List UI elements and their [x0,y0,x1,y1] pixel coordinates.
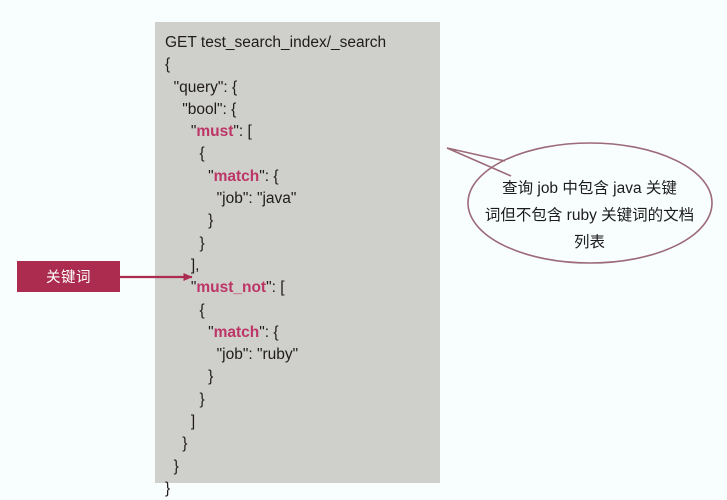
code-line: ] [165,413,196,431]
code-lines: GET test_search_index/_search { "query": … [155,32,440,500]
code-line: } [165,479,171,497]
code-keyword: match [213,167,260,185]
code-line: } [165,457,179,475]
code-line: } [165,234,205,252]
code-line: } [165,435,188,453]
callout-line: 列表 [573,234,605,251]
code-line: GET test_search_index/_search [165,34,387,51]
code-keyword: match [213,323,260,341]
callout-line: 词但不包含 ruby 关键词的文档 [484,207,695,224]
code-line: "job": "java" [165,190,297,208]
code-line: } [165,212,214,230]
code-line: "query": { [165,78,238,96]
code-line: { [165,145,205,163]
code-line: "must_not": [ [165,279,285,297]
code-keyword: must_not [196,279,267,297]
code-line: ], [165,256,200,274]
keyword-label-box: 关键词 [17,261,120,292]
code-line: } [165,390,205,408]
code-line: { [165,56,171,74]
code-line: "match": { [165,167,279,185]
code-line: "must": [ [165,123,252,141]
code-line: } [165,368,214,386]
code-line: "match": { [165,323,279,341]
callout-tail [446,147,512,177]
code-line: { [165,301,205,319]
code-line: "bool": { [165,100,237,118]
code-block: GET test_search_index/_search { "query": … [155,22,440,497]
code-line: "job": "ruby" [165,346,299,364]
callout-line: 查询 job 中包含 java 关键 [502,180,677,197]
callout-text: 查询 job 中包含 java 关键词但不包含 ruby 关键词的文档列表 [468,175,711,256]
code-keyword: must [196,123,234,141]
keyword-label-text: 关键词 [46,270,91,286]
